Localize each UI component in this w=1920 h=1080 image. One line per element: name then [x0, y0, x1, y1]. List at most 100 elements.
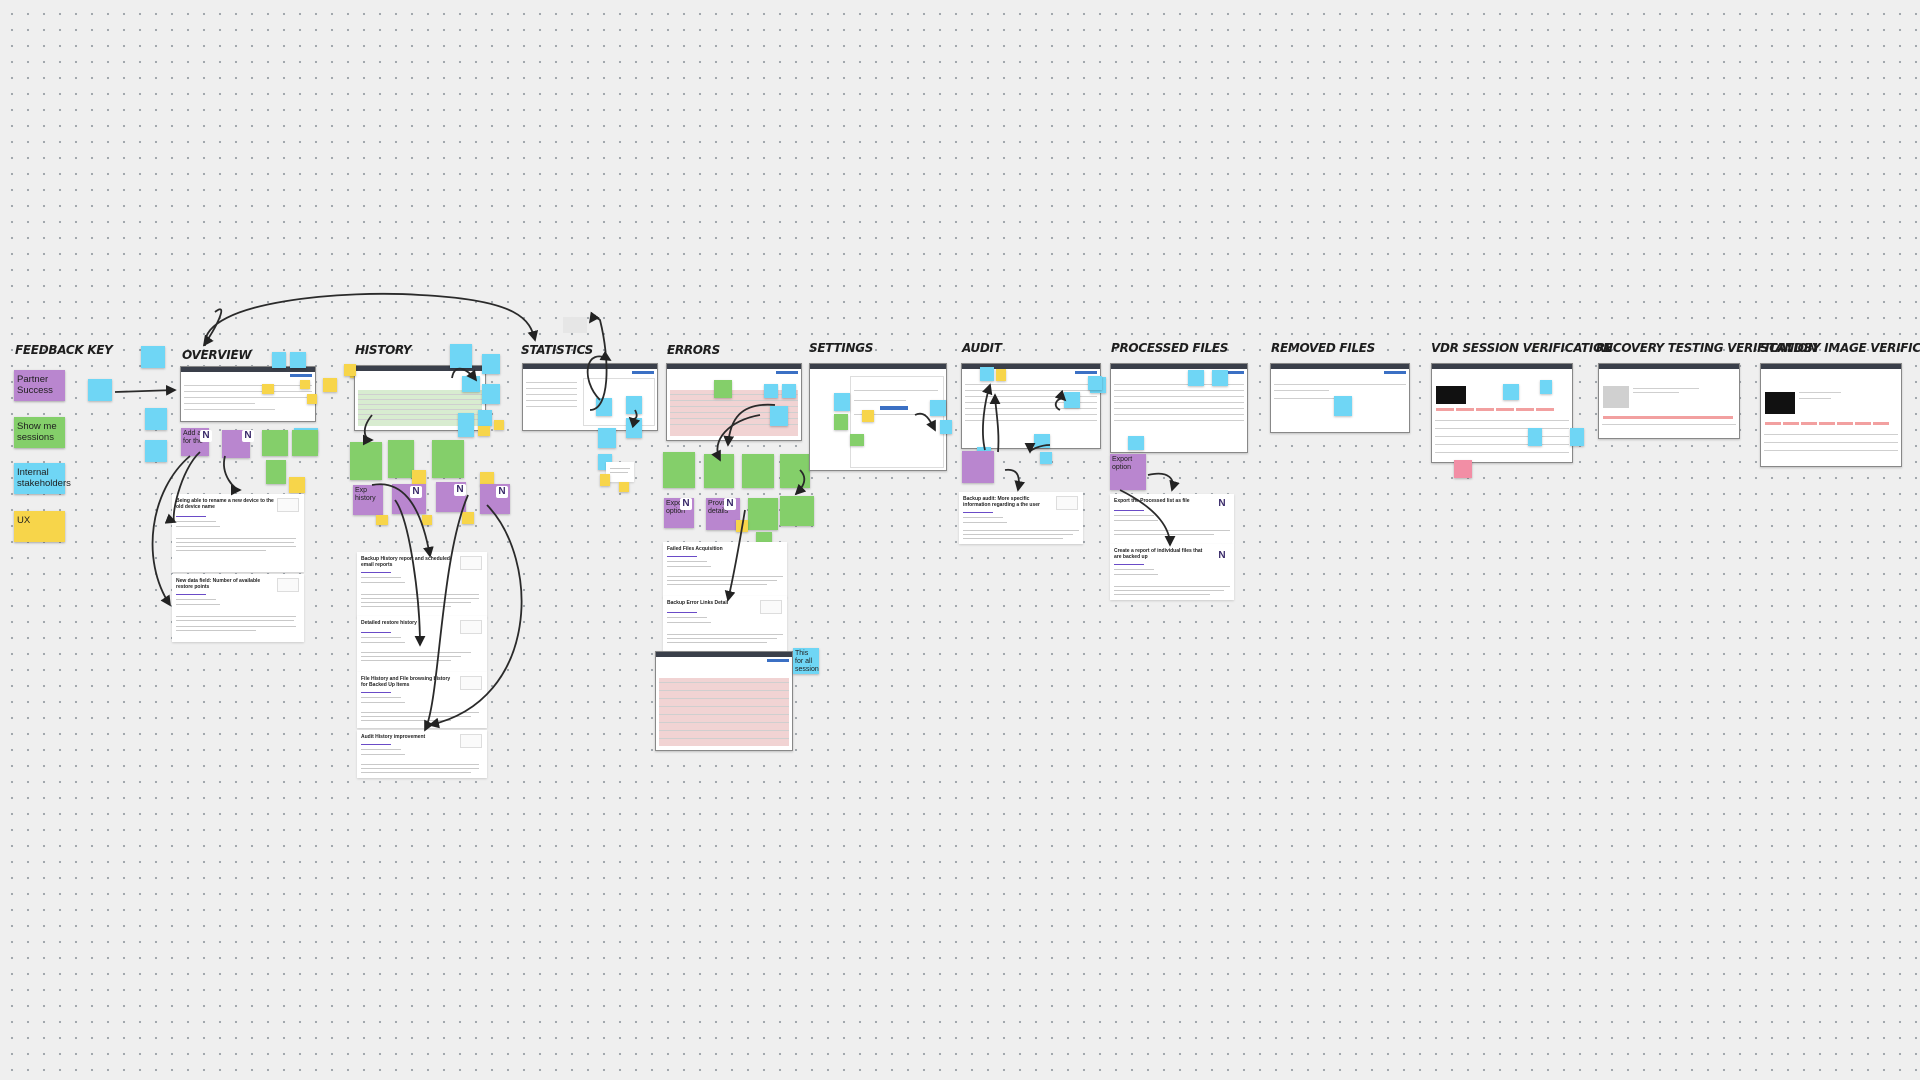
- standby-image-screenshot[interactable]: [1760, 363, 1902, 467]
- history-yellow-note-6[interactable]: [376, 515, 388, 525]
- overview-blue-note-6[interactable]: [290, 352, 306, 368]
- errors-blue-note-3[interactable]: [770, 406, 788, 426]
- settings-blue-note-2[interactable]: [930, 400, 946, 416]
- history-yellow-note-1[interactable]: [344, 364, 356, 376]
- history-green-note-3[interactable]: [432, 440, 464, 478]
- vote-box[interactable]: [760, 600, 782, 614]
- statistics-yellow-note-1[interactable]: [600, 474, 610, 486]
- processed-purple-note-1[interactable]: Export option: [1110, 454, 1146, 490]
- overview-green-note-1[interactable]: [262, 430, 288, 456]
- audit-blue-note-3[interactable]: [1034, 434, 1050, 448]
- recovery-testing-screenshot[interactable]: [1598, 363, 1740, 439]
- errors-green-note-6[interactable]: [780, 496, 814, 526]
- history-yellow-note-3[interactable]: [494, 420, 504, 430]
- key-partner-success[interactable]: Partner Success: [14, 370, 65, 401]
- errors-screenshot-2[interactable]: [655, 651, 793, 751]
- overview-blue-note-1[interactable]: [141, 346, 165, 368]
- history-yellow-note-7[interactable]: [422, 515, 432, 525]
- statistics-blue-note-3[interactable]: [598, 428, 616, 448]
- history-yellow-note-5[interactable]: [480, 472, 494, 486]
- errors-card-1[interactable]: Failed Files Acquisition: [663, 542, 787, 598]
- vote-box[interactable]: [277, 578, 299, 592]
- vote-box[interactable]: [460, 620, 482, 634]
- overview-yellow-note-2[interactable]: [300, 380, 310, 389]
- history-blue-note-5[interactable]: [458, 413, 474, 437]
- processed-card-1[interactable]: Export the Processed list as file N: [1110, 494, 1234, 544]
- vdr-blue-note-1[interactable]: [1503, 384, 1519, 400]
- history-blue-note-4[interactable]: [482, 384, 500, 404]
- history-card-2[interactable]: Detailed restore history: [357, 616, 487, 672]
- history-blue-note-1[interactable]: [450, 344, 472, 368]
- errors-green-note-top[interactable]: [714, 380, 732, 398]
- history-blue-note-3[interactable]: [462, 376, 480, 392]
- removed-blue-note-1[interactable]: [1334, 396, 1352, 416]
- history-yellow-note-4[interactable]: [412, 470, 426, 484]
- settings-blue-note-1[interactable]: [834, 393, 850, 411]
- overview-card-2[interactable]: New data field: Number of available rest…: [172, 574, 304, 642]
- history-screenshot[interactable]: [354, 365, 486, 431]
- overview-blue-note-4[interactable]: [145, 440, 167, 462]
- audit-blue-note-4[interactable]: [1040, 452, 1052, 464]
- overview-yellow-note-1[interactable]: [262, 384, 274, 394]
- audit-card-1[interactable]: Backup audit: More specific information …: [959, 492, 1083, 544]
- vote-box[interactable]: [460, 676, 482, 690]
- vote-box[interactable]: [277, 498, 299, 512]
- history-green-note-1[interactable]: [350, 442, 382, 480]
- history-card-1[interactable]: Backup History report and scheduled emai…: [357, 552, 487, 618]
- key-show-me-sessions[interactable]: Show me sessions: [14, 417, 65, 448]
- overview-green-note-3[interactable]: [266, 460, 286, 484]
- errors-green-note-2[interactable]: [704, 454, 734, 488]
- errors-green-note-5[interactable]: [748, 498, 778, 530]
- overview-yellow-note-3[interactable]: [307, 394, 317, 404]
- overview-screenshot[interactable]: [180, 366, 316, 422]
- history-green-note-2[interactable]: [388, 440, 414, 478]
- overview-blue-note-2[interactable]: [88, 379, 112, 401]
- processed-blue-note-3[interactable]: [1212, 370, 1228, 386]
- vdr-blue-note-3[interactable]: [1528, 428, 1542, 446]
- history-yellow-note-8[interactable]: [462, 512, 474, 524]
- vdr-blue-note-4[interactable]: [1570, 428, 1584, 446]
- statistics-blue-note-2[interactable]: [626, 396, 642, 414]
- history-blue-note-2[interactable]: [482, 354, 500, 374]
- history-card-4[interactable]: Audit History improvement: [357, 730, 487, 778]
- audit-blue-note-1[interactable]: [980, 367, 994, 381]
- errors-screenshot[interactable]: [666, 363, 802, 441]
- errors-yellow-note-1[interactable]: [736, 520, 748, 532]
- settings-green-note-2[interactable]: [850, 434, 864, 446]
- vdr-blue-note-2[interactable]: [1540, 380, 1552, 394]
- history-card-3[interactable]: File History and File browsing history f…: [357, 672, 487, 728]
- settings-screenshot[interactable]: [809, 363, 947, 471]
- errors-blue-note-2[interactable]: [782, 384, 796, 398]
- processed-card-2[interactable]: Create a report of individual files that…: [1110, 544, 1234, 600]
- vote-box[interactable]: [460, 556, 482, 570]
- overview-blue-note-3[interactable]: [145, 408, 167, 430]
- errors-blue-note-4[interactable]: This for all sessions: [793, 648, 819, 674]
- statistics-mini-card[interactable]: [606, 462, 634, 482]
- overview-green-note-2[interactable]: [292, 430, 318, 456]
- statistics-yellow-note-2[interactable]: [619, 482, 629, 492]
- statistics-blue-note-4[interactable]: [626, 418, 642, 438]
- errors-card-2[interactable]: Backup Error Links Detail: [663, 596, 787, 654]
- settings-green-note-1[interactable]: [834, 414, 848, 430]
- key-internal-stakeholders[interactable]: Internal stakeholders: [14, 463, 71, 494]
- processed-blue-note-4[interactable]: [1128, 436, 1144, 450]
- audit-yellow-note-1[interactable]: [996, 369, 1006, 381]
- audit-purple-note-1[interactable]: [962, 451, 994, 483]
- overview-card-1[interactable]: Being able to rename a new device to the…: [172, 494, 304, 572]
- overview-blue-note-5[interactable]: [272, 352, 286, 368]
- errors-blue-note-1[interactable]: [764, 384, 778, 398]
- history-purple-note-1[interactable]: Exp history: [353, 485, 383, 515]
- statistics-blue-note-1[interactable]: [596, 398, 612, 416]
- vdr-session-screenshot[interactable]: [1431, 363, 1573, 463]
- history-blue-note-6[interactable]: [478, 410, 492, 426]
- errors-green-note-4[interactable]: [780, 454, 810, 488]
- overview-yellow-note-4[interactable]: [323, 378, 337, 392]
- errors-green-note-3[interactable]: [742, 454, 774, 488]
- processed-blue-note-1[interactable]: [1088, 376, 1102, 390]
- history-yellow-note-2[interactable]: [478, 426, 490, 436]
- processed-blue-note-2[interactable]: [1188, 370, 1204, 386]
- errors-green-note-1[interactable]: [663, 452, 695, 488]
- vdr-pink-note-1[interactable]: [1454, 460, 1472, 478]
- overview-yellow-note-6[interactable]: [289, 477, 305, 493]
- vote-box[interactable]: [1056, 496, 1078, 510]
